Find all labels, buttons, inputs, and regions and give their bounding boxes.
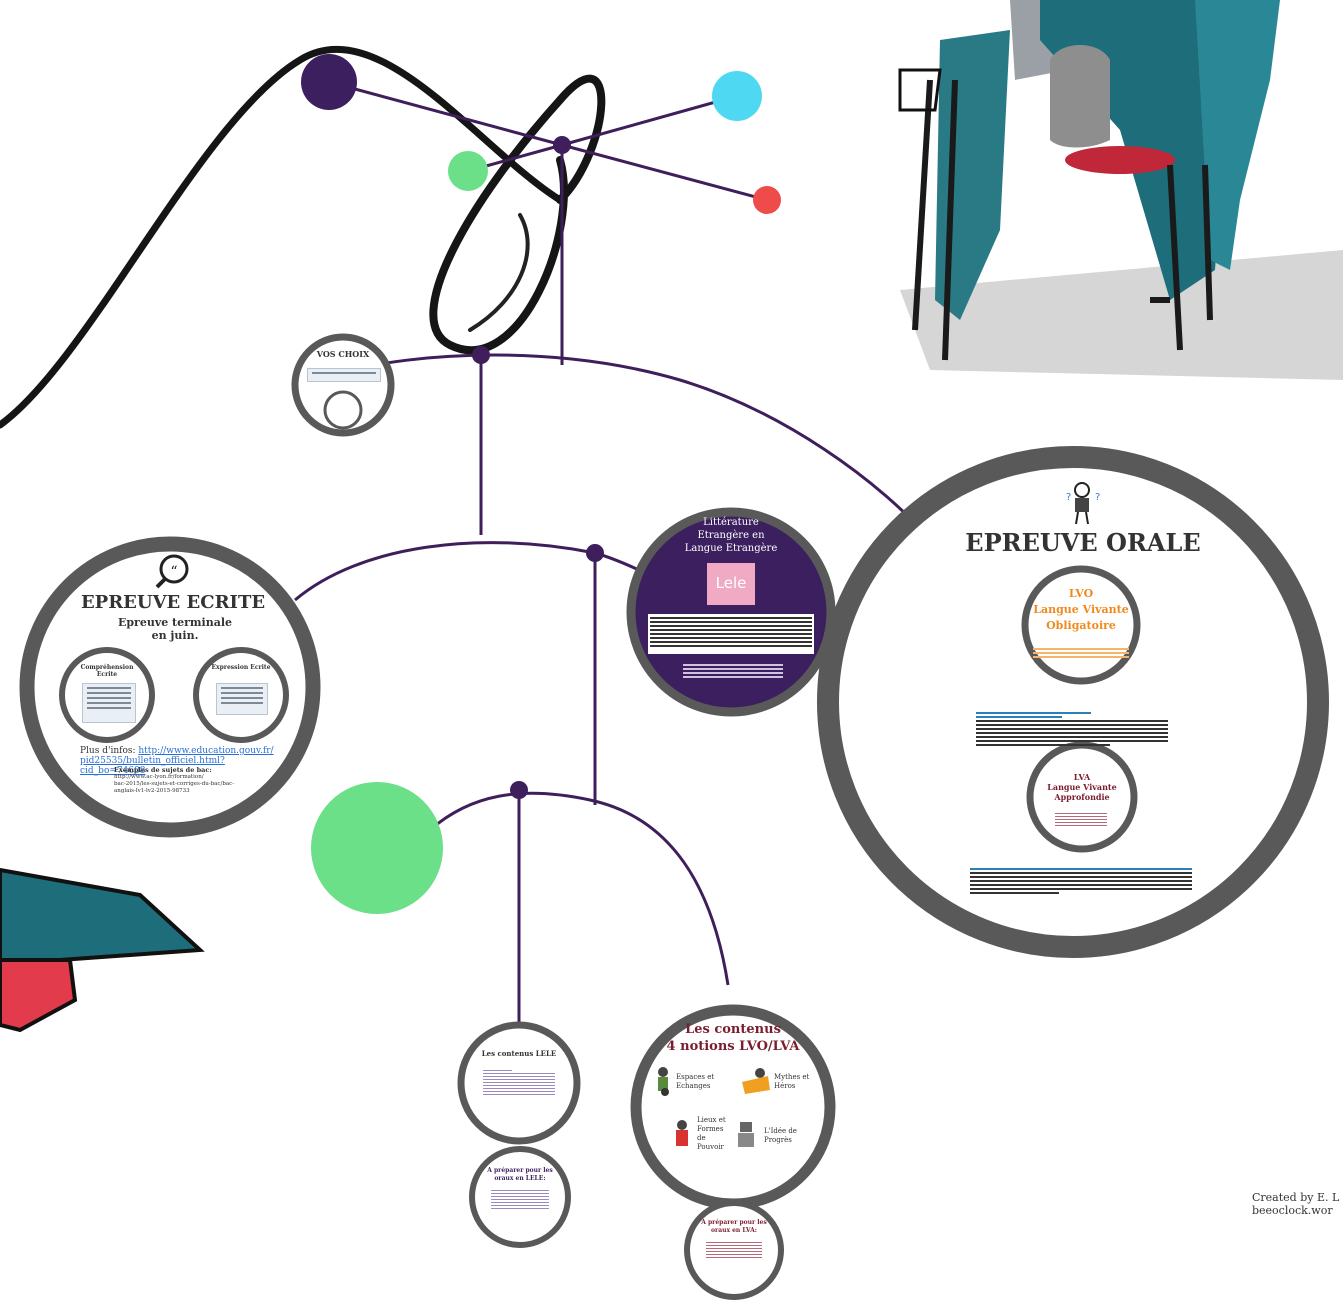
expression-thumbnail	[216, 683, 268, 715]
svg-text:?: ?	[1066, 492, 1071, 503]
cyan-dot	[712, 71, 762, 121]
chair-illustration	[900, 0, 1343, 380]
exemples-block: Exemples de sujets de bac: http://www.ac…	[114, 767, 264, 795]
notion-pouvoir[interactable]: Lieux et Formes de Pouvoir	[697, 1116, 731, 1152]
expression-label[interactable]: Expression Ecrite	[206, 664, 276, 671]
contenus-lele-title[interactable]: Les contenus LELE	[474, 1049, 564, 1058]
preparer-lele-title[interactable]: A préparer pour les oraux en LELE:	[485, 1167, 555, 1183]
green-dot-small	[448, 151, 488, 191]
credit: Created by E. L beeoclock.wor	[1252, 1191, 1339, 1217]
exemples-url-2[interactable]: bac-2015/les-sujets-et-corriges-du-bac/b…	[114, 781, 264, 788]
vos-choix-table-thumbnail	[307, 368, 381, 382]
lvo-line3: Obligatoire	[1031, 618, 1131, 634]
credit-line2: beeoclock.wor	[1252, 1204, 1339, 1217]
info-link-1[interactable]: http://www.education.gouv.fr/	[138, 746, 273, 756]
lele-title-line1: Littérature	[661, 516, 801, 529]
orale-title[interactable]: EPREUVE ORALE	[943, 528, 1223, 557]
brush-stroke-left	[0, 49, 560, 425]
comprehension-label[interactable]: Compréhension Ecrite	[72, 664, 142, 678]
pouvoir-figure-icon	[676, 1120, 688, 1146]
ecrite-subtitle-line2: en juin.	[95, 629, 255, 642]
lvo-line2: Langue Vivante	[1031, 602, 1131, 618]
preparer-lele-details	[491, 1188, 549, 1211]
exemples-url-3[interactable]: anglais-lv1-lv2-2015-98733	[114, 788, 264, 795]
lva-line2: Langue Vivante	[1040, 782, 1124, 792]
red-dot	[753, 186, 781, 214]
orale-lvo-description	[976, 710, 1168, 748]
purple-dot	[301, 54, 357, 110]
exemples-url-1[interactable]: http://www.ac-lyon.fr/formation/	[114, 774, 264, 781]
lvo-details	[1033, 646, 1129, 660]
svg-text:“: “	[170, 564, 177, 580]
comprehension-thumbnail	[82, 683, 136, 723]
lele-logo: Lele	[707, 574, 755, 592]
green-dot-large	[311, 782, 443, 914]
teal-shape-illustration	[0, 870, 200, 1030]
notion-progres[interactable]: L'Idée de Progrès	[764, 1127, 804, 1145]
lvo-line1: LVO	[1031, 586, 1131, 602]
notion-mythes[interactable]: Mythes et Héros	[774, 1073, 818, 1091]
lva-label[interactable]: LVA Langue Vivante Approfondie	[1040, 772, 1124, 802]
lva-line1: LVA	[1040, 772, 1124, 782]
lele-title[interactable]: Littérature Etrangère en Langue Etrangèr…	[661, 516, 801, 555]
lele-title-line2: Etrangère en	[661, 529, 801, 542]
ecrite-title[interactable]: EPREUVE ECRITE	[60, 592, 286, 613]
notion-espaces[interactable]: Espaces et Echanges	[676, 1073, 726, 1091]
lva-line3: Approfondie	[1040, 792, 1124, 802]
ecrite-subtitle-line1: Epreuve terminale	[95, 616, 255, 629]
preparer-lva-title[interactable]: A préparer pour les oraux en LVA:	[700, 1219, 768, 1235]
vos-choix-title[interactable]: VOS CHOIX	[303, 349, 383, 359]
info-label: Plus d'infos:	[80, 746, 138, 756]
contenus-notions-line1: Les contenus	[658, 1021, 808, 1038]
svg-text:?: ?	[1095, 492, 1100, 503]
lele-info-box	[648, 614, 814, 654]
lele-footnote	[683, 662, 783, 680]
lva-details	[1055, 811, 1107, 828]
exemples-title: Exemples de sujets de bac:	[114, 767, 264, 774]
credit-line1: Created by E. L	[1252, 1191, 1339, 1204]
contenus-notions-line2: 4 notions LVO/LVA	[658, 1038, 808, 1055]
contenus-notions-title[interactable]: Les contenus 4 notions LVO/LVA	[658, 1021, 808, 1055]
preparer-lva-details	[706, 1240, 762, 1260]
brush-stroke-mid	[470, 215, 528, 330]
orale-lva-description	[970, 866, 1192, 896]
lele-title-line3: Langue Etrangère	[661, 542, 801, 555]
lvo-label[interactable]: LVO Langue Vivante Obligatoire	[1031, 586, 1131, 634]
vos-choix-inner-frame	[325, 392, 361, 428]
contenus-lele-details	[483, 1068, 555, 1097]
progres-figure-icon	[738, 1122, 754, 1147]
connector-nodes	[472, 136, 604, 799]
